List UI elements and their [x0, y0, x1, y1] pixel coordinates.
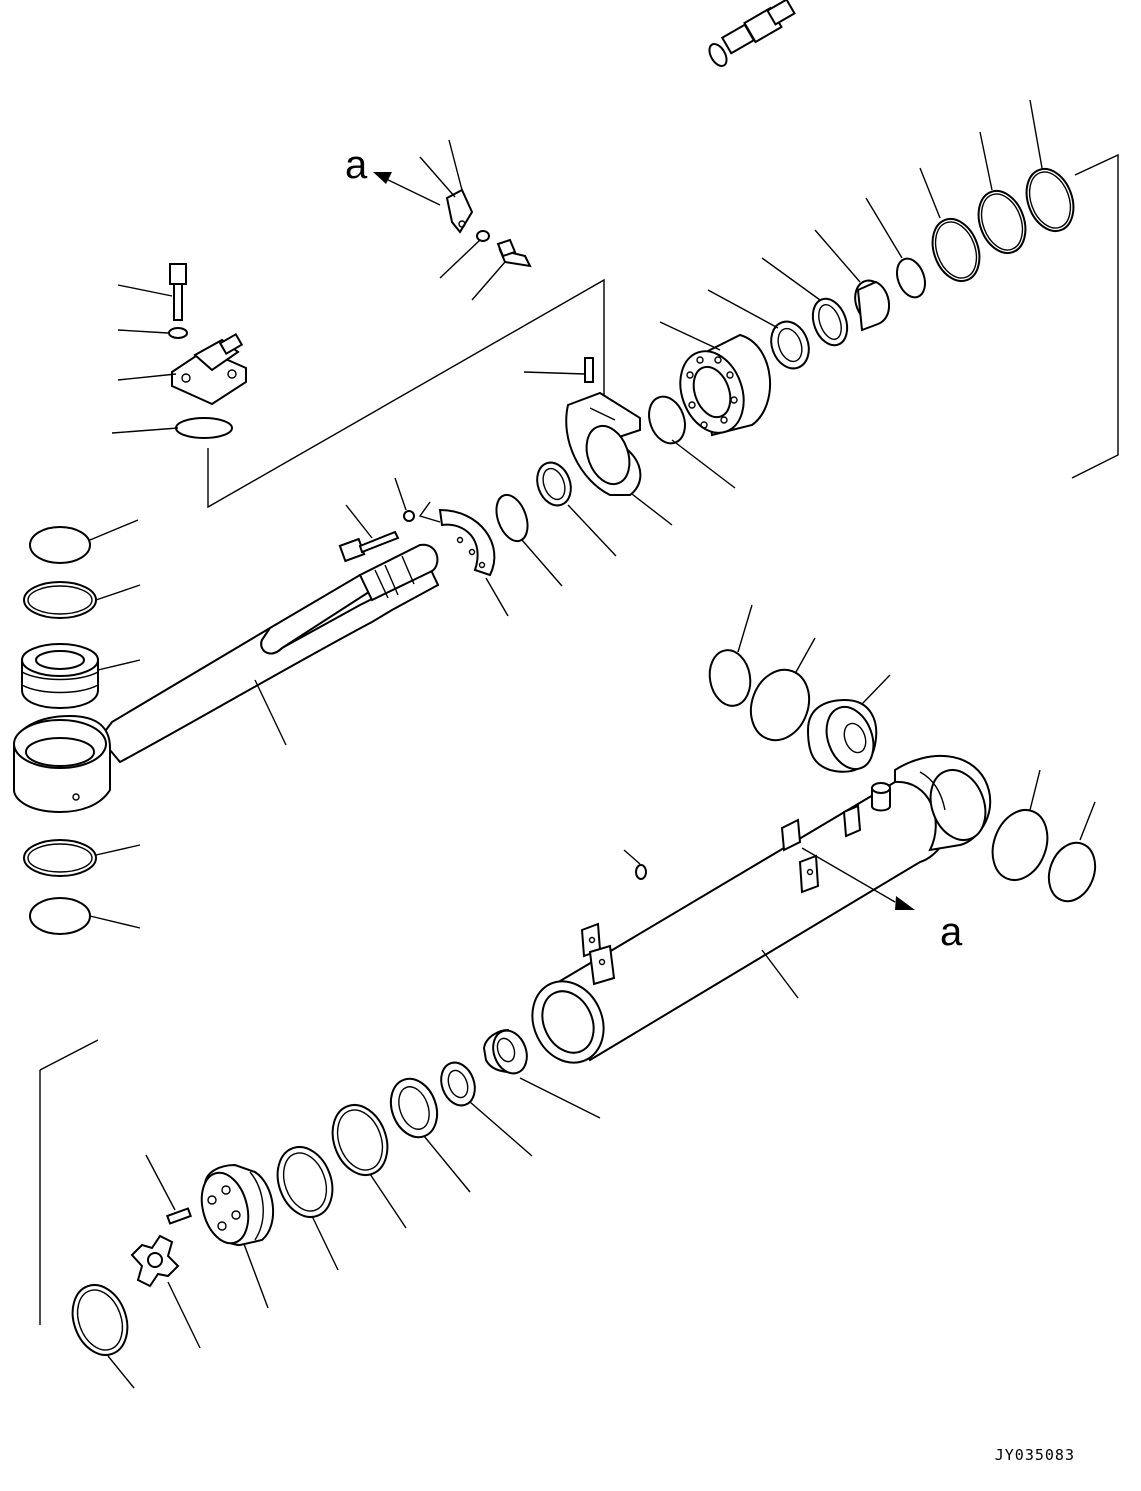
- dust-seal-lower: [29, 897, 91, 935]
- snap-ring-upper: [23, 581, 97, 619]
- tube-brackets: [580, 804, 862, 986]
- rod-eye-bushing-set: [21, 519, 141, 935]
- piston: [200, 1163, 275, 1247]
- harness-clamp: [445, 188, 474, 234]
- buffer-ring: [770, 320, 810, 370]
- seal-ring-3: [931, 218, 981, 282]
- harness-leaders: [111, 139, 506, 434]
- cylinder-head: [679, 333, 772, 437]
- piston-parts: [71, 1028, 601, 1389]
- piston-leaders: [107, 1077, 601, 1389]
- head-bolt: [338, 510, 415, 563]
- dowel-pin: [584, 357, 594, 383]
- piston-seal-ring: [331, 1104, 389, 1176]
- piston-pin: [166, 1207, 192, 1225]
- tube-dust-seal-upper: [708, 649, 752, 707]
- tube-dust-seal-lower: [1047, 841, 1097, 903]
- head-bracket: [565, 391, 642, 496]
- drawing-code: JY035083: [995, 1446, 1075, 1464]
- harness-connector: [708, 0, 796, 67]
- tube-snap-ring-lower: [991, 809, 1049, 881]
- spherical-bushing: [21, 643, 99, 710]
- clamp-bolt: [476, 230, 532, 268]
- tube-snap-ring-upper: [749, 668, 811, 742]
- sensor-bolt: [168, 263, 188, 339]
- piston-nut-lock: [130, 1234, 180, 1288]
- ref-arrow-a-bottom: a: [801, 847, 963, 954]
- piston-slide-ring: [276, 1146, 334, 1218]
- spacer-collar: [482, 1028, 528, 1075]
- tube-bottom-eye: [894, 754, 992, 852]
- rod-eye: [13, 714, 111, 814]
- group-frames: [39, 153, 1119, 1325]
- snap-ring-lower: [23, 839, 97, 877]
- lock-plate: [438, 508, 496, 577]
- tube-end-leaders: [737, 604, 1096, 841]
- rod-head-parts: [338, 99, 1075, 617]
- ref-mark-a-bottom: a: [940, 910, 963, 954]
- seal-ring-1: [1025, 168, 1075, 232]
- tube-port: [871, 782, 891, 812]
- u-packing: [811, 297, 849, 347]
- piston-end-ring: [71, 1284, 129, 1356]
- snap-ring: [895, 257, 927, 299]
- ref-mark-a-top: a: [345, 143, 368, 187]
- sensor-block: [171, 332, 247, 406]
- tube-plug: [635, 864, 647, 880]
- piston-rod: [13, 543, 440, 814]
- retaining-ring: [495, 493, 529, 543]
- cylinder-tube: a: [531, 754, 992, 1064]
- left-leaders: [89, 519, 141, 929]
- rod-head-leaders: [345, 99, 1043, 617]
- bushing: [854, 279, 890, 332]
- dust-seal: [536, 461, 572, 507]
- sensor-harness: a: [111, 0, 796, 439]
- piston-wear-ring: [389, 1077, 439, 1139]
- cushion-ring: [440, 1061, 476, 1107]
- tube-spherical-bushing: [806, 698, 878, 773]
- dust-seal-upper: [29, 526, 91, 564]
- ref-arrow-a-top: a: [345, 143, 441, 206]
- sensor-gasket: [175, 417, 233, 439]
- tube-end-bushing-set: [708, 604, 1097, 903]
- seal-ring-2: [977, 190, 1027, 254]
- rod-leader: [254, 679, 287, 746]
- tube-leaders: [623, 849, 799, 999]
